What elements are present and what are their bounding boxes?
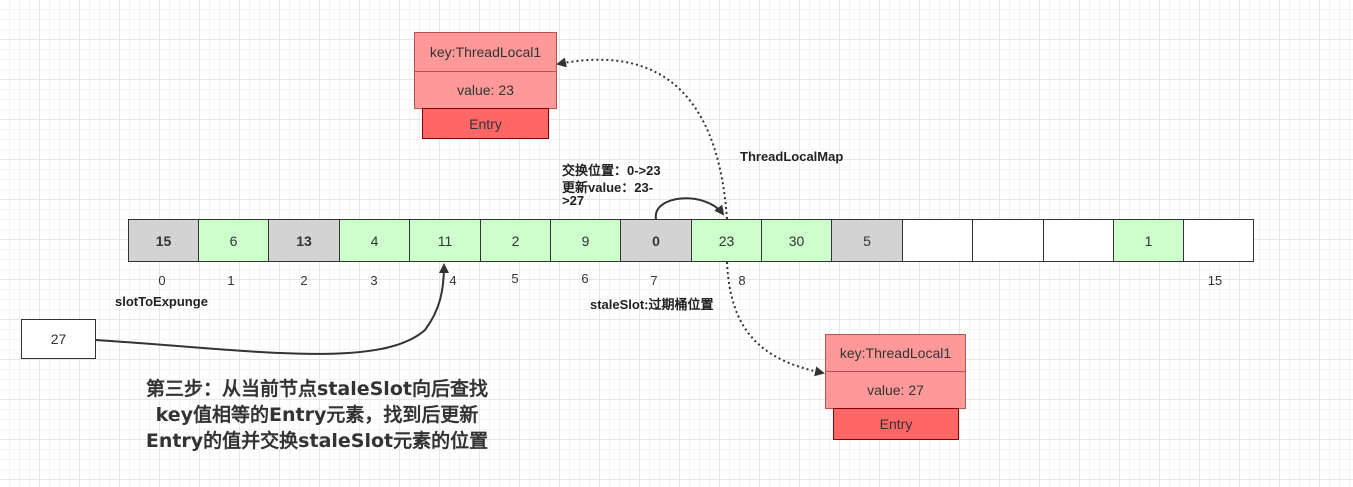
- stale-slot-label: staleSlot:过期桶位置: [590, 297, 714, 312]
- swap-arrow: [654, 197, 725, 220]
- array-cell-6: 9: [550, 219, 621, 262]
- insert-arrow: [95, 263, 449, 355]
- index-15: 15: [1207, 273, 1223, 288]
- map-label: ThreadLocalMap: [740, 149, 844, 164]
- slot-to-expunge-label: slotToExpunge: [115, 294, 208, 309]
- swap-note-line3: >27: [562, 193, 585, 208]
- top-entry-key: key:ThreadLocal1: [414, 32, 557, 72]
- index-8: 8: [738, 273, 746, 288]
- swap-note-line1: 交换位置：0->23: [562, 163, 661, 178]
- index-3: 3: [370, 273, 378, 288]
- caption-line3: Entry的值并交换staleSlot元素的位置: [145, 430, 489, 452]
- index-4: 4: [449, 273, 457, 288]
- array-cell-7: 0: [620, 219, 692, 262]
- array-cell-15: [1183, 219, 1254, 262]
- array-cell-3: 4: [339, 219, 410, 262]
- array-cell-10: 5: [831, 219, 903, 262]
- index-1: 1: [227, 273, 235, 288]
- top-entry-label: Entry: [422, 108, 549, 139]
- array-cell-11: [902, 219, 973, 262]
- caption-line1: 第三步：从当前节点staleSlot向后查找: [146, 378, 488, 400]
- index-2: 2: [300, 273, 308, 288]
- dotted-arrow-to-top-entry: [556, 57, 728, 220]
- array-cell-5: 2: [480, 219, 551, 262]
- array-cell-13: [1043, 219, 1114, 262]
- input-value-box: 27: [21, 319, 96, 359]
- array-cell-9: 30: [761, 219, 832, 262]
- swap-note-line2: 更新value：23-: [562, 180, 654, 195]
- array-cell-0: 15: [128, 219, 199, 262]
- bottom-entry-value: value: 27: [825, 371, 966, 409]
- dotted-arrow-to-bottom-entry: [726, 261, 825, 377]
- array-cell-4: 11: [409, 219, 481, 262]
- index-0: 0: [158, 273, 166, 288]
- bottom-entry-label: Entry: [833, 408, 959, 440]
- array-cell-2: 13: [268, 219, 340, 262]
- index-6: 6: [581, 271, 589, 286]
- step-caption: 第三步：从当前节点staleSlot向后查找 key值相等的Entry元素，找到…: [112, 376, 522, 454]
- caption-line2: key值相等的Entry元素，找到后更新: [155, 404, 479, 426]
- index-7: 7: [650, 273, 658, 288]
- index-5: 5: [511, 271, 519, 286]
- array-cell-14: 1: [1113, 219, 1184, 262]
